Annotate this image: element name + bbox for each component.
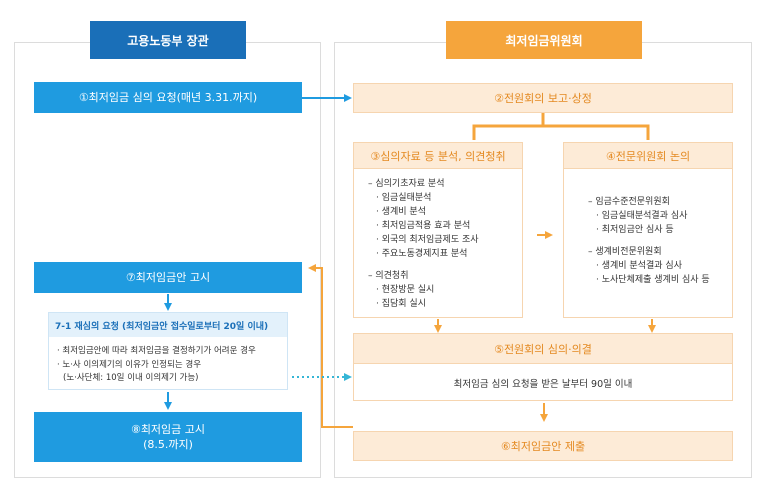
- step4-title: ④전문위원회 논의: [564, 143, 732, 169]
- list-group-heading: 임금수준전문위원회: [588, 195, 710, 209]
- reconsideration-box: 7-1 재심의 요청 (최저임금안 접수일로부터 20일 이내) · 최저임금안…: [48, 312, 288, 390]
- step8-box: ⑧최저임금 고시 (8.5.까지): [34, 412, 302, 462]
- step3-item-list: 심의기초자료 분석임금실태분석생계비 분석최저임금적용 효과 분석외국의 최저임…: [368, 177, 479, 311]
- reconsideration-line-1: · 최저임금안에 따라 최저임금을 결정하기가 어려운 경우: [57, 346, 256, 356]
- list-item: 생계비 분석: [368, 205, 479, 219]
- commission-header: 최저임금위원회: [446, 21, 642, 59]
- list-spacer: [588, 237, 710, 245]
- step7-box: ⑦최저임금안 고시: [34, 262, 302, 293]
- list-item: 최저임금적용 효과 분석: [368, 219, 479, 233]
- step5-panel: ⑤전원회의 심의·의결 최저임금 심의 요청을 받은 날부터 90일 이내: [353, 333, 733, 401]
- list-item: 임금실태분석: [368, 191, 479, 205]
- list-item: 최저임금안 심사 등: [588, 223, 710, 237]
- step5-title: ⑤전원회의 심의·의결: [354, 334, 732, 364]
- list-item: 노사단체제출 생계비 심사 등: [588, 273, 710, 287]
- arrow-step6-to-step7: [308, 264, 353, 428]
- list-group-heading: 심의기초자료 분석: [368, 177, 479, 191]
- step3-title: ③심의자료 등 분석, 의견청취: [354, 143, 522, 169]
- list-group-heading: 생계비전문위원회: [588, 245, 710, 259]
- list-item: 생계비 분석결과 심사: [588, 259, 710, 273]
- step2-box: ②전원회의 보고·상정: [353, 83, 733, 113]
- bracket-step2-to-step3-4: [472, 112, 650, 140]
- step5-text: 최저임금 심의 요청을 받은 날부터 90일 이내: [453, 379, 633, 390]
- step6-box: ⑥최저임금안 제출: [353, 431, 733, 461]
- step4-panel: ④전문위원회 논의 임금수준전문위원회임금실태분석결과 심사최저임금안 심사 등…: [563, 142, 733, 318]
- list-item: 외국의 최저임금제도 조사: [368, 233, 479, 247]
- list-item: 현장방문 실시: [368, 283, 479, 297]
- step8-line-2: (8.5.까지): [143, 438, 193, 451]
- list-item: 임금실태분석결과 심사: [588, 209, 710, 223]
- list-spacer: [368, 261, 479, 269]
- list-item: 집담회 실시: [368, 297, 479, 311]
- reconsideration-line-2: · 노·사 이의제기의 이유가 인정되는 경우: [57, 360, 202, 370]
- step8-line-1: ⑧최저임금 고시: [130, 423, 206, 436]
- list-group-heading: 의견청취: [368, 269, 479, 283]
- list-item: 주요노동경제지표 분석: [368, 247, 479, 261]
- step1-box: ①최저임금 심의 요청(매년 3.31.까지): [34, 82, 302, 113]
- reconsideration-title: 7-1 재심의 요청 (최저임금안 접수일로부터 20일 이내): [49, 313, 287, 337]
- step4-item-list: 임금수준전문위원회임금실태분석결과 심사최저임금안 심사 등생계비전문위원회생계…: [588, 195, 710, 287]
- minister-header: 고용노동부 장관: [90, 21, 246, 59]
- step3-panel: ③심의자료 등 분석, 의견청취 심의기초자료 분석임금실태분석생계비 분석최저…: [353, 142, 523, 318]
- reconsideration-line-3: (노·사단체: 10일 이내 이의제기 가능): [63, 373, 199, 383]
